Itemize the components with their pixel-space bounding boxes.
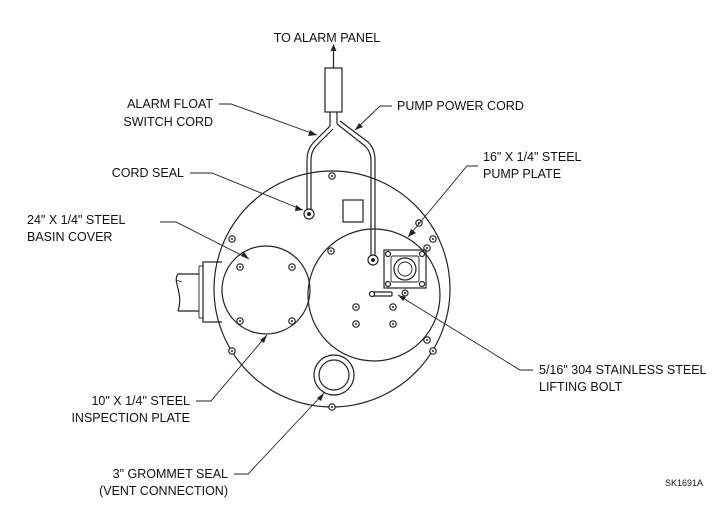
label-lifting-bolt-line2: LIFTING BOLT: [539, 380, 622, 394]
label-inspection-line1: 10" X 1/4" STEEL: [91, 394, 190, 408]
label-alarm-float-line1: ALARM FLOAT: [127, 97, 213, 111]
inspection-plate-bolts: [236, 263, 296, 325]
cover-square-plate: [342, 199, 364, 223]
label-grommet-line1: 3" GROMMET SEAL: [113, 467, 228, 481]
lifting-bolt: [368, 290, 393, 298]
discharge-pipe: [175, 261, 222, 323]
label-pump-power-cord: PUMP POWER CORD: [397, 99, 524, 113]
label-basin-cover-line1: 24" X 1/4" STEEL: [27, 213, 126, 227]
label-pump-plate-line2: PUMP PLATE: [483, 167, 561, 181]
basin-cover-circle: [213, 170, 451, 408]
pump-cord-seal: [367, 254, 379, 266]
grommet-seal: [313, 354, 355, 396]
leader-lines: [160, 103, 533, 475]
label-cord-seal: CORD SEAL: [112, 166, 184, 180]
drawing-number: SK1691A: [665, 478, 703, 488]
label-grommet-line2: (VENT CONNECTION): [99, 484, 228, 498]
alarm-conduit: [324, 44, 343, 126]
pump-power-cord: [336, 120, 376, 255]
label-basin-cover-line2: BASIN COVER: [27, 230, 112, 244]
label-alarm-panel: TO ALARM PANEL: [274, 31, 381, 45]
cord-seal: [303, 208, 315, 220]
inspection-plate: [221, 245, 311, 335]
pump-plate-bolts: [327, 219, 431, 344]
junction-box: [383, 249, 427, 297]
alarm-float-cord: [306, 125, 334, 209]
pump-plate: [307, 228, 441, 362]
label-pump-plate-line1: 16" X 1/4" STEEL: [483, 150, 582, 164]
label-alarm-float-line2: SWITCH CORD: [123, 115, 213, 129]
cover-perimeter-bolts: [228, 172, 437, 411]
label-inspection-line2: INSPECTION PLATE: [71, 411, 190, 425]
label-lifting-bolt-line1: 5/16" 304 STAINLESS STEEL: [539, 363, 707, 377]
